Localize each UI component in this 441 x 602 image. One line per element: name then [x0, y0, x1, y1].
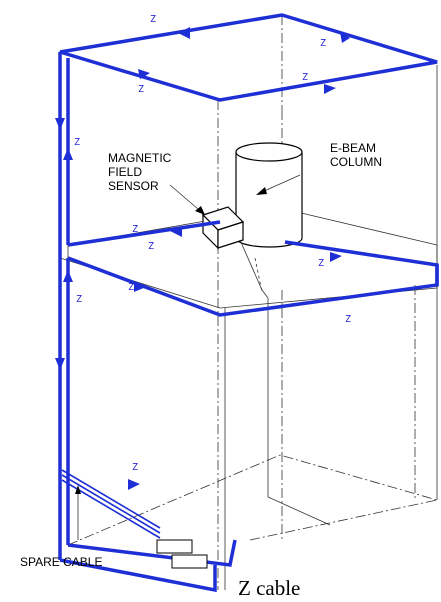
sensor-label-line1: MAGNETIC [108, 151, 172, 165]
arrow-icon [330, 252, 342, 262]
arrow-icon [340, 32, 350, 43]
arrow-icon [55, 118, 65, 130]
column-label-line2: COLUMN [330, 155, 382, 169]
arrow-icon [170, 226, 182, 237]
z-markers: Z Z Z Z Z Z Z Z Z Z Z Z [74, 14, 351, 473]
spare-cable-label: SPARE CABLE [20, 555, 102, 569]
z-marker: Z [74, 137, 80, 148]
arrow-icon [324, 84, 336, 94]
arrow-icon [178, 27, 190, 39]
arrow-icon [138, 69, 150, 79]
z-marker: Z [148, 241, 154, 252]
z-marker: Z [302, 72, 308, 83]
e-beam-column [235, 142, 303, 248]
sensor-leader-arrow [195, 206, 205, 215]
arrow-icon [128, 479, 140, 490]
arrow-icon [55, 358, 65, 370]
z-marker: Z [150, 14, 156, 25]
sensor-label-line3: SENSOR [108, 179, 159, 193]
sensor-label-line2: FIELD [108, 165, 142, 179]
arrow-icon [63, 148, 73, 160]
cable-direction-arrows [55, 27, 350, 490]
figure-caption: Z cable [238, 576, 300, 600]
z-marker: Z [76, 294, 82, 305]
spare-cable [61, 469, 161, 540]
column-leader-arrow [256, 187, 267, 195]
z-cable [58, 13, 439, 593]
enclosure-frame [59, 15, 438, 590]
sensor-cable [239, 239, 331, 526]
z-marker: Z [132, 462, 138, 473]
z-marker: Z [318, 258, 324, 269]
z-marker: Z [345, 314, 351, 325]
column-leader [261, 174, 301, 193]
z-marker: Z [138, 84, 144, 95]
z-marker: Z [320, 38, 326, 49]
arrow-icon [134, 281, 146, 292]
z-marker: Z [128, 282, 134, 293]
arrow-icon [63, 270, 73, 282]
z-marker: Z [132, 224, 138, 235]
column-label-line1: E-BEAM [330, 141, 376, 155]
